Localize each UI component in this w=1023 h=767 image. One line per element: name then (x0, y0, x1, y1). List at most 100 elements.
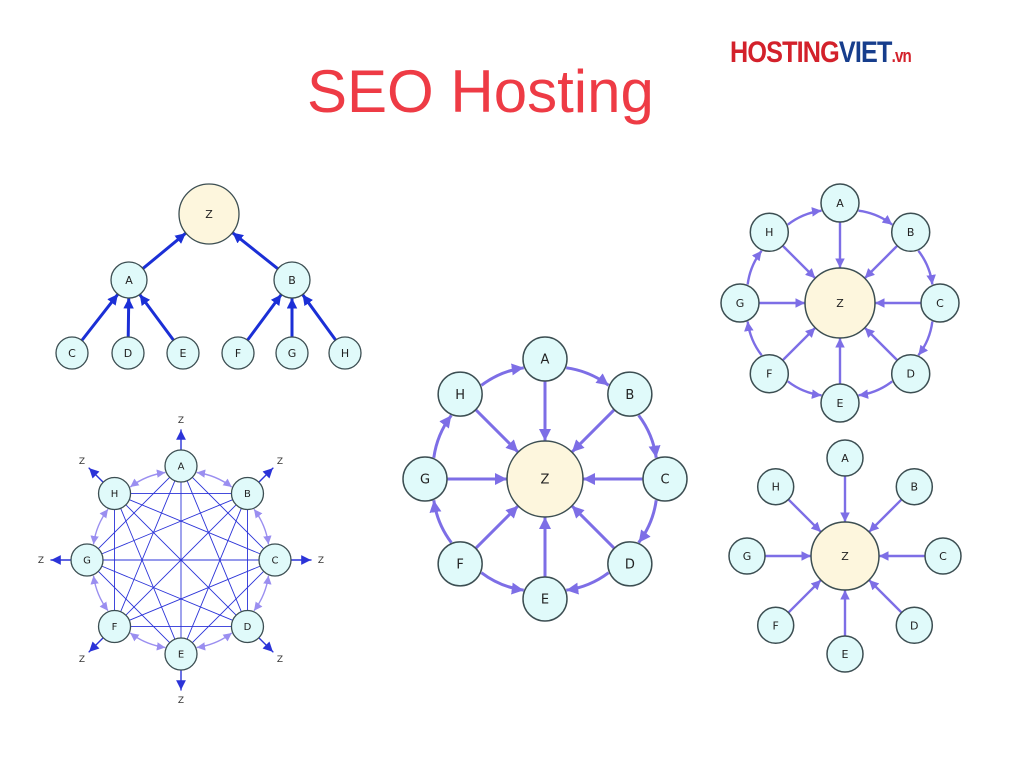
mesh-ring-a-b (196, 469, 233, 488)
wheel-ring-e-f (480, 571, 524, 595)
wheel-hub-node-circle (506, 440, 584, 518)
mesh-node-b-label: B (244, 489, 251, 500)
tree-node-c-label: C (68, 347, 76, 360)
tree-edge-a (141, 231, 188, 271)
mesh-link-d-g (101, 565, 234, 621)
star-spoke-d (867, 578, 903, 614)
wheel-node-h: H (437, 371, 483, 417)
tree-edge-h (301, 293, 338, 342)
star-node-f-circle (756, 606, 795, 645)
tree-root-node: Z (178, 183, 240, 245)
wheel-ring-a-b (566, 366, 610, 387)
mesh-target-label-e: Z (178, 696, 184, 706)
small-wheel-node-b: B (890, 212, 931, 253)
wheel-node-h-circle (437, 371, 483, 417)
wheel-node-g: G (402, 456, 448, 502)
small-wheel-hub-node-label: Z (836, 297, 844, 310)
small-wheel-node-g-circle (720, 283, 760, 323)
mesh-node-b: B (230, 476, 265, 511)
small-wheel-node-g-label: G (736, 297, 745, 310)
mesh-node-a-label: A (178, 462, 185, 473)
tree-node-a-label: A (125, 274, 133, 287)
small-wheel-ring-d-e (858, 380, 893, 399)
star-spoke-b (867, 498, 903, 534)
small-wheel-node-c: C (920, 283, 960, 323)
tree-node-b-label: B (288, 274, 296, 287)
tree-node-g: G (275, 336, 309, 370)
tree-node-d: D (111, 336, 145, 370)
mesh-out-edge-f (88, 637, 104, 653)
tree-edge-c (80, 292, 120, 342)
tree-node-h-label: H (341, 347, 349, 360)
small-wheel-node-a: A (820, 183, 860, 223)
mesh-out-edge-d (258, 637, 274, 653)
star-hub-node-circle (810, 521, 880, 591)
mesh-link-b-g (101, 499, 234, 555)
small-wheel-node-d-circle (890, 353, 931, 394)
hostingviet-logo: HOSTINGVIET.vn (730, 38, 912, 68)
small-wheel-node-h-circle (749, 212, 790, 253)
tree-node-b-circle (273, 261, 311, 299)
star-node-f: F (756, 606, 795, 645)
wheel-ring-c-d (637, 500, 658, 544)
mesh-link-e-g (97, 570, 171, 644)
mesh-node-h: H (97, 476, 132, 511)
small-wheel-node-e-circle (820, 383, 860, 423)
tree-node-c-circle (55, 336, 89, 370)
star-spoke-h (787, 498, 823, 534)
wheel-node-c-circle (642, 456, 688, 502)
tree-node-f: F (221, 336, 255, 370)
mesh-ring-f-g (90, 575, 109, 612)
tree-node-e: E (166, 336, 200, 370)
mesh-node-a: A (164, 449, 198, 483)
tree-node-g-circle (275, 336, 309, 370)
tree-root-node-label: Z (205, 208, 213, 221)
small-wheel-node-h: H (749, 212, 790, 253)
mesh-node-c: C (258, 543, 292, 577)
tree-node-f-circle (221, 336, 255, 370)
small-wheel-hub-node: Z (804, 267, 876, 339)
wheel-node-a-label: A (541, 353, 550, 368)
wheel-node-h-label: H (455, 388, 465, 403)
mesh-node-f: F (97, 609, 132, 644)
mesh-node-f-circle (97, 609, 132, 644)
wheel-node-a-circle (522, 336, 568, 382)
small-wheel-ring-g-h (746, 250, 763, 285)
star-node-e: E (826, 635, 864, 673)
wheel-ring-d-e (566, 571, 610, 595)
wheel-node-b: B (607, 371, 653, 417)
mesh-link-a-f (120, 480, 176, 613)
tree-node-g-label: G (288, 347, 297, 360)
mesh-link-c-h (128, 499, 261, 555)
star-node-b-circle (895, 467, 934, 506)
star-node-g-label: G (743, 550, 752, 563)
small-wheel-spoke-b (863, 244, 899, 280)
star-node-b-label: B (911, 481, 919, 494)
mesh-link-e-h (120, 507, 176, 640)
mesh-node-h-label: H (111, 489, 119, 500)
tree-root-node-circle (178, 183, 240, 245)
small-wheel-ring-c-d (917, 321, 934, 356)
mesh-target-label-b: Z (277, 457, 283, 467)
small-wheel-node-d-label: D (906, 368, 914, 381)
wheel-node-g-label: G (420, 473, 430, 488)
small-wheel-node-d: D (890, 353, 931, 394)
small-wheel-spoke-f (781, 326, 817, 362)
star-node-b: B (895, 467, 934, 506)
wheel-spoke-f (474, 504, 520, 550)
mesh-node-e-label: E (178, 650, 184, 661)
tree-node-a-circle (110, 261, 148, 299)
mesh-link-c-f (128, 565, 261, 621)
wheel-node-f: F (437, 541, 483, 587)
wheel-node-f-label: F (456, 558, 463, 573)
wheel-node-e-circle (522, 576, 568, 622)
mesh-node-g-circle (70, 543, 104, 577)
tree-edge-e (138, 292, 175, 342)
mesh-node-d: D (230, 609, 265, 644)
mesh-node-h-circle (97, 476, 132, 511)
tree-node-h: H (328, 336, 362, 370)
wheel-ring-b-c (637, 414, 661, 458)
tree-node-c: C (55, 336, 89, 370)
